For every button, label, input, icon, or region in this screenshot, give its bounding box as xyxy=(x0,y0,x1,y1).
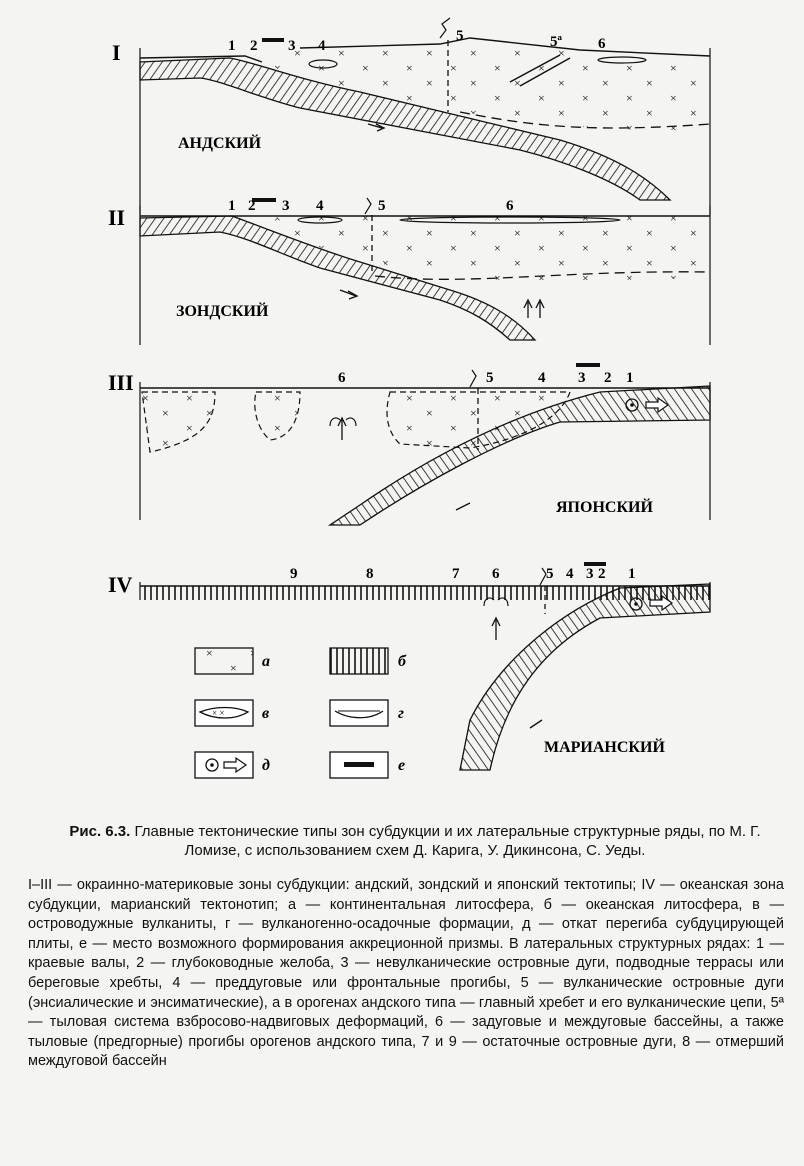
profile-roman: IV xyxy=(108,572,133,597)
profile-label-5: 5 xyxy=(456,28,464,44)
profile-label-3: 3 xyxy=(282,198,290,214)
profile-label-7: 7 xyxy=(452,566,460,582)
legend-item-g: г xyxy=(330,700,404,726)
legend-explanation: I–III — окраинно-материковые зоны субдук… xyxy=(28,876,784,1072)
profile-andean: I 1 2 3 4 5 5ª 6 АНДСКИЙ xyxy=(112,18,710,215)
profile-label-1: 1 xyxy=(228,198,236,214)
profile-label-2: 2 xyxy=(250,38,258,54)
profile-label-3: 3 xyxy=(578,370,586,386)
profile-label-6: 6 xyxy=(506,198,514,214)
legend-item-e: е xyxy=(330,752,405,778)
figure-subduction-profiles: × × I 1 2 3 4 5 5ª 6 АНДСКИЙ xyxy=(0,0,804,820)
profile-label-9: 9 xyxy=(290,566,298,582)
profile-type-name: МАРИАНСКИЙ xyxy=(544,737,665,756)
profile-type-name: ЯПОНСКИЙ xyxy=(556,497,653,516)
profile-label-4: 4 xyxy=(316,198,324,214)
profile-roman: II xyxy=(108,205,125,230)
legend-item-a: а xyxy=(195,648,270,674)
caption-title: Главные тектонические типы зон субдукции… xyxy=(134,823,760,859)
profile-label-8: 8 xyxy=(366,566,374,582)
legend-item-v: × × в xyxy=(195,700,269,726)
profile-label-4: 4 xyxy=(318,38,326,54)
figure-legend: а б × × в г д е xyxy=(195,648,407,778)
legend-key: е xyxy=(398,757,405,774)
profile-label-5: 5 xyxy=(486,370,494,386)
profile-label-6: 6 xyxy=(492,566,500,582)
profile-label-1: 1 xyxy=(228,38,236,54)
profile-type-name: АНДСКИЙ xyxy=(178,133,262,152)
legend-key: в xyxy=(262,705,269,722)
caption-number: Рис. 6.3. xyxy=(69,823,130,840)
profile-label-2: 2 xyxy=(248,198,256,214)
profile-sunda: II 1 2 3 4 5 6 ЗОНДСКИЙ xyxy=(108,198,710,345)
legend-key: б xyxy=(398,653,407,670)
profile-label-5: 5 xyxy=(378,198,386,214)
profile-label-2: 2 xyxy=(598,566,606,582)
profile-label-1: 1 xyxy=(626,370,634,386)
legend-key: а xyxy=(262,653,270,670)
legend-key: г xyxy=(398,705,404,722)
legend-item-b: б xyxy=(330,648,407,674)
svg-text:× ×: × × xyxy=(212,708,224,718)
figure-caption: Рис. 6.3. Главные тектонические типы зон… xyxy=(45,822,785,860)
legend-key: д xyxy=(262,757,270,774)
profile-label-6: 6 xyxy=(598,36,606,52)
profile-japan: III 6 5 4 3 2 1 ЯПОНСКИЙ xyxy=(108,363,710,525)
profile-label-3: 3 xyxy=(288,38,296,54)
profile-label-3: 3 xyxy=(586,566,594,582)
profile-label-1: 1 xyxy=(628,566,636,582)
profile-roman: I xyxy=(112,40,121,65)
profile-label-2: 2 xyxy=(604,370,612,386)
profile-label-6: 6 xyxy=(338,370,346,386)
profile-type-name: ЗОНДСКИЙ xyxy=(176,301,269,320)
profile-roman: III xyxy=(108,370,134,395)
legend-item-d: д xyxy=(195,752,270,778)
profile-label-4: 4 xyxy=(566,566,574,582)
profile-label-4: 4 xyxy=(538,370,546,386)
profile-label-5a: 5ª xyxy=(550,34,563,50)
profile-label-5: 5 xyxy=(546,566,554,582)
